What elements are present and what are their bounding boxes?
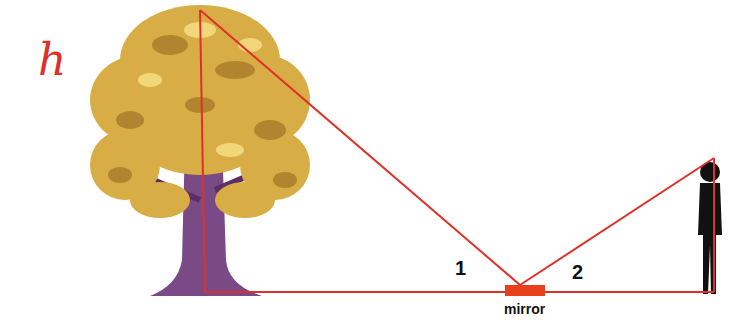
ray-lines xyxy=(200,10,714,292)
height-label: h xyxy=(38,38,66,82)
person-height-line xyxy=(713,158,715,292)
person-body xyxy=(698,183,722,294)
mirror-symbol xyxy=(505,285,545,296)
incident-ray xyxy=(200,10,520,285)
tree xyxy=(90,5,310,296)
reflected-ray xyxy=(520,158,714,285)
ground-line xyxy=(205,291,714,293)
tree-height-line xyxy=(200,10,205,292)
angle-number: 2 xyxy=(572,262,583,282)
person xyxy=(698,162,722,294)
angle-number: 1 xyxy=(455,258,466,278)
mirror-label: mirror xyxy=(504,302,545,316)
